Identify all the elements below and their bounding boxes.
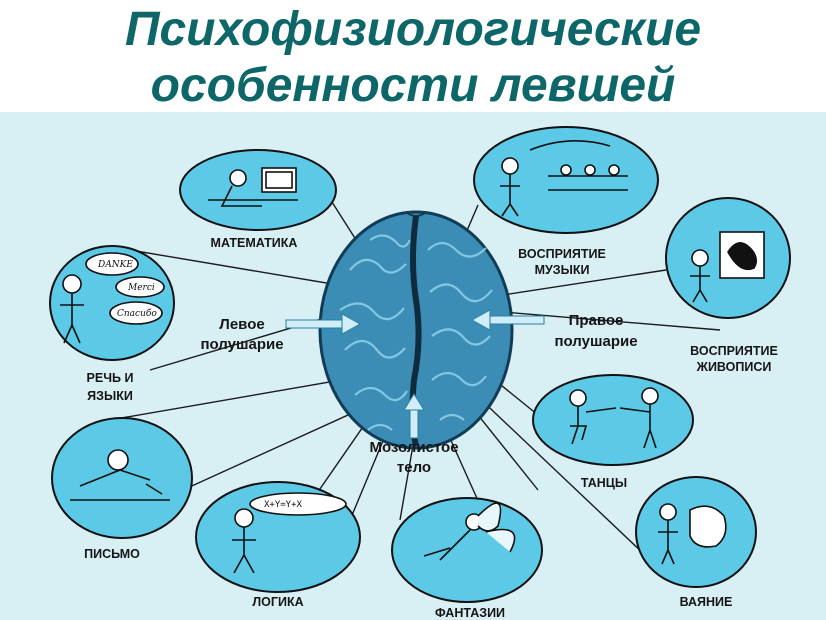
speech-word-3: Спасибо [117,308,157,319]
label-writing: ПИСЬМО [84,547,140,561]
title-line-2: особенности левшей [150,59,676,112]
dance-illustration [569,387,659,449]
arrow-right-hemisphere [470,309,545,331]
label-speech-line-1: РЕЧЬ И [87,371,134,385]
sculpture-illustration [658,503,727,565]
bubble-illustrations [60,140,765,574]
connector-writing-1 [109,374,371,421]
math-illustration [208,167,298,207]
bubble-speech [49,245,175,361]
bubble-music [473,126,659,234]
fantasy-illustration [423,502,516,561]
bubble-writing [51,417,193,539]
bubble-math [179,149,337,231]
label-right-hemisphere-line-1: Правое [569,312,624,329]
label-left-hemisphere-line-1: Левое [219,316,264,333]
speech-word-1: DANKE [97,260,133,270]
label-logic: ЛОГИКА [252,595,303,609]
label-math: МАТЕМАТИКА [211,236,298,250]
label-painting-line-2: ЖИВОПИСИ [696,360,772,374]
label-music-line-1: ВОСПРИЯТИЕ [518,247,606,261]
title-line-1: Психофизиологические [124,3,702,56]
painting-illustration [690,231,765,303]
label-music-line-2: МУЗЫКИ [535,263,590,277]
arrow-corpus-callosum [403,393,425,439]
logic-formula: X+Y=Y+X [264,500,303,510]
brain-gyri [339,234,493,431]
arrow-left-hemisphere [285,313,362,335]
label-fantasy: ФАНТАЗИИ [435,606,505,620]
label-dance: ТАНЦЫ [581,476,627,490]
label-speech-line-2: ЯЗЫКИ [87,389,133,403]
music-illustration [500,140,628,217]
page-title: Психофизиологические особенности левшей [0,2,826,114]
bubble-fantasy [391,497,543,603]
label-painting-line-1: ВОСПРИЯТИЕ [690,344,778,358]
label-corpus-callosum-line-2: тело [397,459,431,476]
label-right-hemisphere-line-2: полушарие [554,333,637,350]
bubble-inner-text: DANKE Merci Спасибо X+Y=Y+X [97,260,303,510]
speech-illustration [60,252,165,344]
speech-word-2: Merci [127,283,155,293]
writing-illustration [70,449,170,501]
labels: МАТЕМАТИКА РЕЧЬ И ЯЗЫКИ ПИСЬМО ЛОГИКА ФА… [84,236,778,620]
bubble-dance [532,374,694,466]
brain [318,210,514,450]
label-left-hemisphere-line-2: полушарие [200,336,283,353]
label-sculpture: ВАЯНИЕ [680,595,733,609]
connector-painting-2 [477,309,721,331]
logic-illustration [232,492,347,574]
label-corpus-callosum-line-1: Мозолистое [369,439,458,456]
